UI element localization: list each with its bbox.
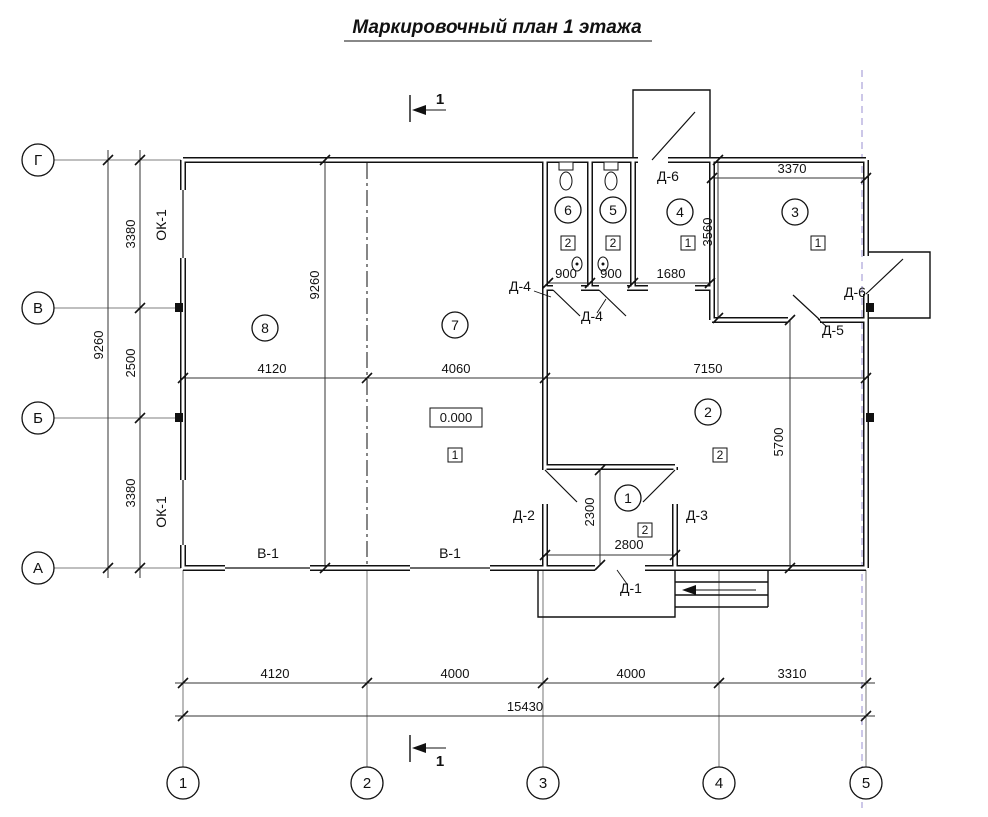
- dim-left-2500: 2500: [123, 349, 138, 378]
- axis-extension-lines: [54, 159, 867, 767]
- axis-row-g: Г: [34, 152, 42, 169]
- dim-5700: 5700: [771, 428, 786, 457]
- toilet-bowl-icon: [559, 171, 573, 191]
- door-label-d5: Д-5: [822, 322, 844, 338]
- entrance-steps: [675, 570, 769, 608]
- axis-row-a: А: [33, 560, 43, 577]
- sink-drain-icon: [601, 262, 605, 266]
- dim-2300: 2300: [582, 498, 597, 527]
- window-label-ok1-bottom: ОК-1: [153, 496, 169, 528]
- floor-mark-room6: 2: [565, 236, 572, 250]
- door-label-d1: Д-1: [620, 580, 642, 596]
- floor-mark-room2: 2: [717, 448, 724, 462]
- dim-bottom-total-15430: 15430: [507, 699, 543, 714]
- dim-2800: 2800: [615, 537, 644, 552]
- toilet-tank-icon: [558, 161, 574, 171]
- room-3: 3: [791, 204, 799, 220]
- sanitary-fixtures: [558, 161, 619, 272]
- porches: [537, 89, 931, 618]
- dim-900-left: 900: [555, 266, 577, 281]
- level-mark: 0.000: [429, 407, 483, 428]
- dimension-lines: [107, 150, 875, 717]
- dim-900-right: 900: [600, 266, 622, 281]
- top-porch: [632, 89, 711, 158]
- axis-row-v: В: [33, 300, 43, 317]
- dim-bottom-3310: 3310: [778, 666, 807, 681]
- dim-4060: 4060: [442, 361, 471, 376]
- dimension-ticks: [102, 154, 872, 722]
- level-mark-value: 0.000: [440, 410, 473, 425]
- window-label-v1-right: В-1: [439, 545, 461, 561]
- door-label-d6-right: Д-6: [844, 284, 866, 300]
- door-label-d4-left: Д-4: [509, 278, 531, 294]
- dim-left-total-9260: 9260: [91, 331, 106, 360]
- walls: [180, 157, 869, 571]
- room-4: 4: [676, 204, 684, 220]
- floor-mark-room4: 1: [685, 236, 692, 250]
- window-label-ok1-top: ОК-1: [153, 209, 169, 241]
- section-number-top: 1: [436, 91, 444, 108]
- toilet-tank-icon: [603, 161, 619, 171]
- dim-bottom-4000-b: 4000: [617, 666, 646, 681]
- door-label-d6-top: Д-6: [657, 168, 679, 184]
- bottom-dimension-labels: 4120 4000 4000 3310 15430: [261, 666, 807, 714]
- dim-bottom-4120: 4120: [261, 666, 290, 681]
- room-8: 8: [261, 320, 269, 336]
- door-label-d2: Д-2: [513, 507, 535, 523]
- floor-mark-room5: 2: [610, 236, 617, 250]
- axis-row-bubbles: Г В Б А: [21, 143, 55, 585]
- room-2: 2: [704, 404, 712, 420]
- dim-left-3380-top: 3380: [123, 220, 138, 249]
- dim-bottom-4000-a: 4000: [441, 666, 470, 681]
- section-number-bottom: 1: [436, 753, 444, 770]
- window-glazing-lines: [182, 190, 490, 569]
- floor-mark-room7: 1: [452, 448, 459, 462]
- room-6: 6: [564, 202, 572, 218]
- axis-row-b: Б: [33, 410, 43, 427]
- section-mark-bottom: 1: [409, 735, 446, 770]
- sink-drain-icon: [575, 262, 579, 266]
- pilaster-marks: [175, 303, 874, 422]
- room-number-bubbles: 8 7 6 5 4 3 2 1: [251, 196, 809, 512]
- axis-col-4: 4: [715, 775, 723, 792]
- door-labels: Д-6 Д-4 Д-4 Д-6 Д-5 Д-2 Д-3 Д-1: [509, 168, 866, 596]
- section-mark-top: 1: [409, 91, 446, 122]
- dim-inner-9260: 9260: [307, 271, 322, 300]
- leader-lines: [533, 290, 828, 585]
- toilet-bowl-icon: [604, 171, 618, 191]
- right-porch: [868, 251, 931, 319]
- axis-col-3: 3: [539, 775, 547, 792]
- room-5: 5: [609, 202, 617, 218]
- dim-3370: 3370: [778, 161, 807, 176]
- window-labels: ОК-1 ОК-1 В-1 В-1: [153, 209, 461, 561]
- floor-mark-room1: 2: [642, 523, 649, 537]
- door-label-d3: Д-3: [686, 507, 708, 523]
- axis-col-5: 5: [862, 775, 870, 792]
- floor-mark-room3: 1: [815, 236, 822, 250]
- door-swing-leaves: [544, 111, 904, 503]
- dim-4120-mid: 4120: [258, 361, 287, 376]
- left-dimension-labels: 3380 2500 3380 9260: [91, 220, 138, 508]
- entry-arrowhead-icon: [682, 585, 696, 595]
- axis-col-1: 1: [179, 775, 187, 792]
- window-label-v1-left: В-1: [257, 545, 279, 561]
- entrance-landing: [537, 570, 676, 618]
- dim-1680: 1680: [657, 266, 686, 281]
- room-7: 7: [451, 317, 459, 333]
- room-1: 1: [624, 490, 632, 506]
- axis-col-bubbles: 1 2 3 4 5: [166, 766, 883, 800]
- dim-7150: 7150: [694, 361, 723, 376]
- interior-dimension-labels: 9260 4120 4060 7150 3370 3560 900 900 16…: [258, 161, 807, 552]
- door-label-d4-right: Д-4: [581, 308, 603, 324]
- drawing-title: Маркировочный план 1 этажа: [352, 17, 642, 38]
- dim-left-3380-bottom: 3380: [123, 479, 138, 508]
- dim-3560: 3560: [700, 218, 715, 247]
- axis-col-2: 2: [363, 775, 371, 792]
- floor-type-marks: 2 2 1 1 1 2 2: [447, 235, 826, 538]
